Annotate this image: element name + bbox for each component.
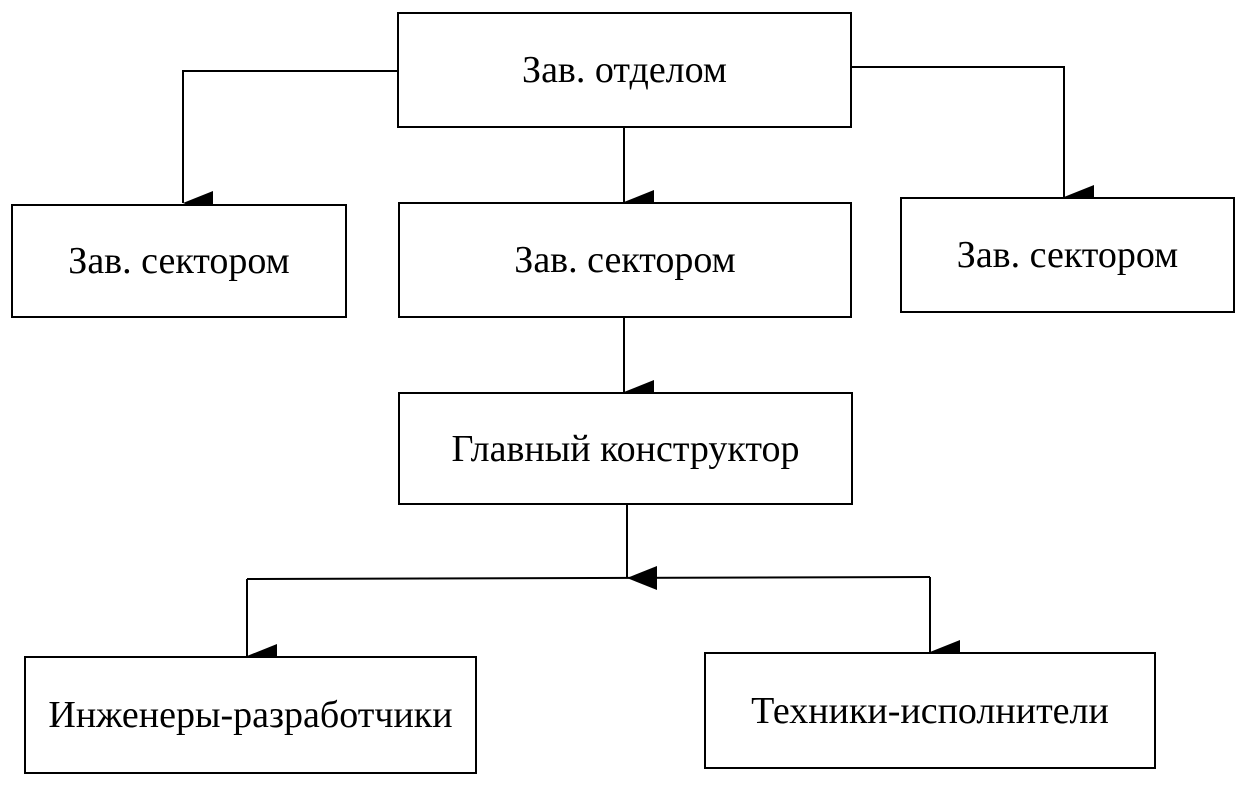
- node-head-of-department-label: Зав. отделом: [522, 49, 727, 91]
- node-sector-head-right-label: Зав. сектором: [956, 234, 1179, 276]
- node-sector-head-center: Зав. сектором: [398, 202, 852, 318]
- node-chief-designer: Главный конструктор: [398, 392, 853, 505]
- edge-head-to-sector-right: [851, 66, 1094, 209]
- node-technicians: Техники-исполнители: [704, 652, 1156, 769]
- node-sector-head-left: Зав. сектором: [11, 204, 347, 318]
- node-technicians-label: Техники-исполнители: [751, 689, 1109, 732]
- node-sector-head-left-label: Зав. сектором: [68, 240, 290, 282]
- node-engineers-label: Инженеры-разработчики: [48, 694, 453, 736]
- edge-head-to-sector-left: [182, 70, 398, 215]
- node-sector-head-right: Зав. сектором: [900, 197, 1235, 313]
- node-engineers: Инженеры-разработчики: [24, 656, 477, 774]
- node-head-of-department: Зав. отделом: [397, 12, 852, 128]
- edge-split-bus: [246, 576, 931, 580]
- node-sector-head-center-label: Зав. сектором: [514, 239, 736, 281]
- node-chief-designer-label: Главный конструктор: [451, 427, 800, 470]
